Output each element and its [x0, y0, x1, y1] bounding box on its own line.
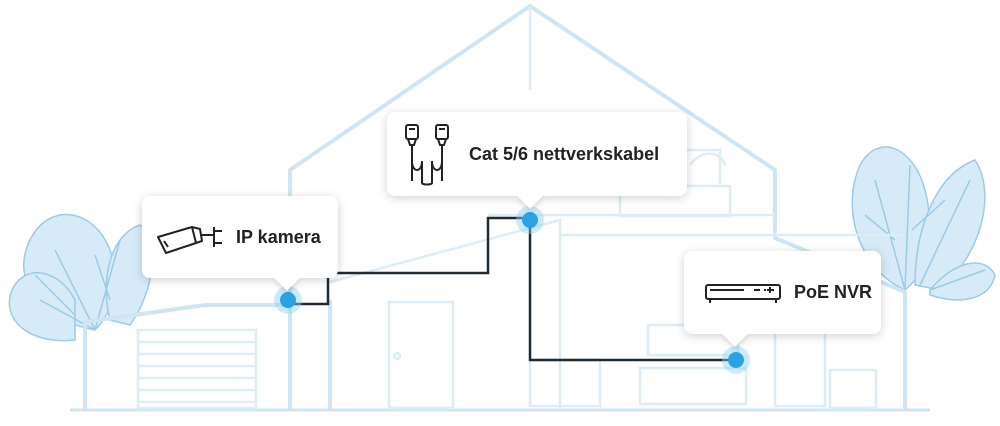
- connection-point-nvr: [722, 346, 750, 374]
- callout-ip-camera: IP kamera: [142, 196, 338, 278]
- callout-ip-camera-label: IP kamera: [236, 226, 321, 247]
- callout-ethernet-cable-label: Cat 5/6 nettverkskabel: [469, 143, 660, 164]
- nvr-recorder-icon: [705, 283, 781, 303]
- connection-point-camera: [274, 286, 302, 314]
- ip-camera-icon: [157, 226, 222, 254]
- left-bush-illustration: [8, 213, 153, 342]
- callout-poe-nvr: PoE NVR: [684, 251, 881, 334]
- cable-camera-segment: [288, 216, 530, 306]
- cable-nvr-segment: [528, 218, 736, 362]
- network-cable-lines: [288, 216, 736, 362]
- ethernet-cable-icon: [405, 124, 449, 186]
- callout-ethernet-cable: Cat 5/6 nettverkskabel: [387, 112, 687, 196]
- connection-point-cable: [516, 206, 544, 234]
- callout-poe-nvr-label: PoE NVR: [794, 282, 873, 302]
